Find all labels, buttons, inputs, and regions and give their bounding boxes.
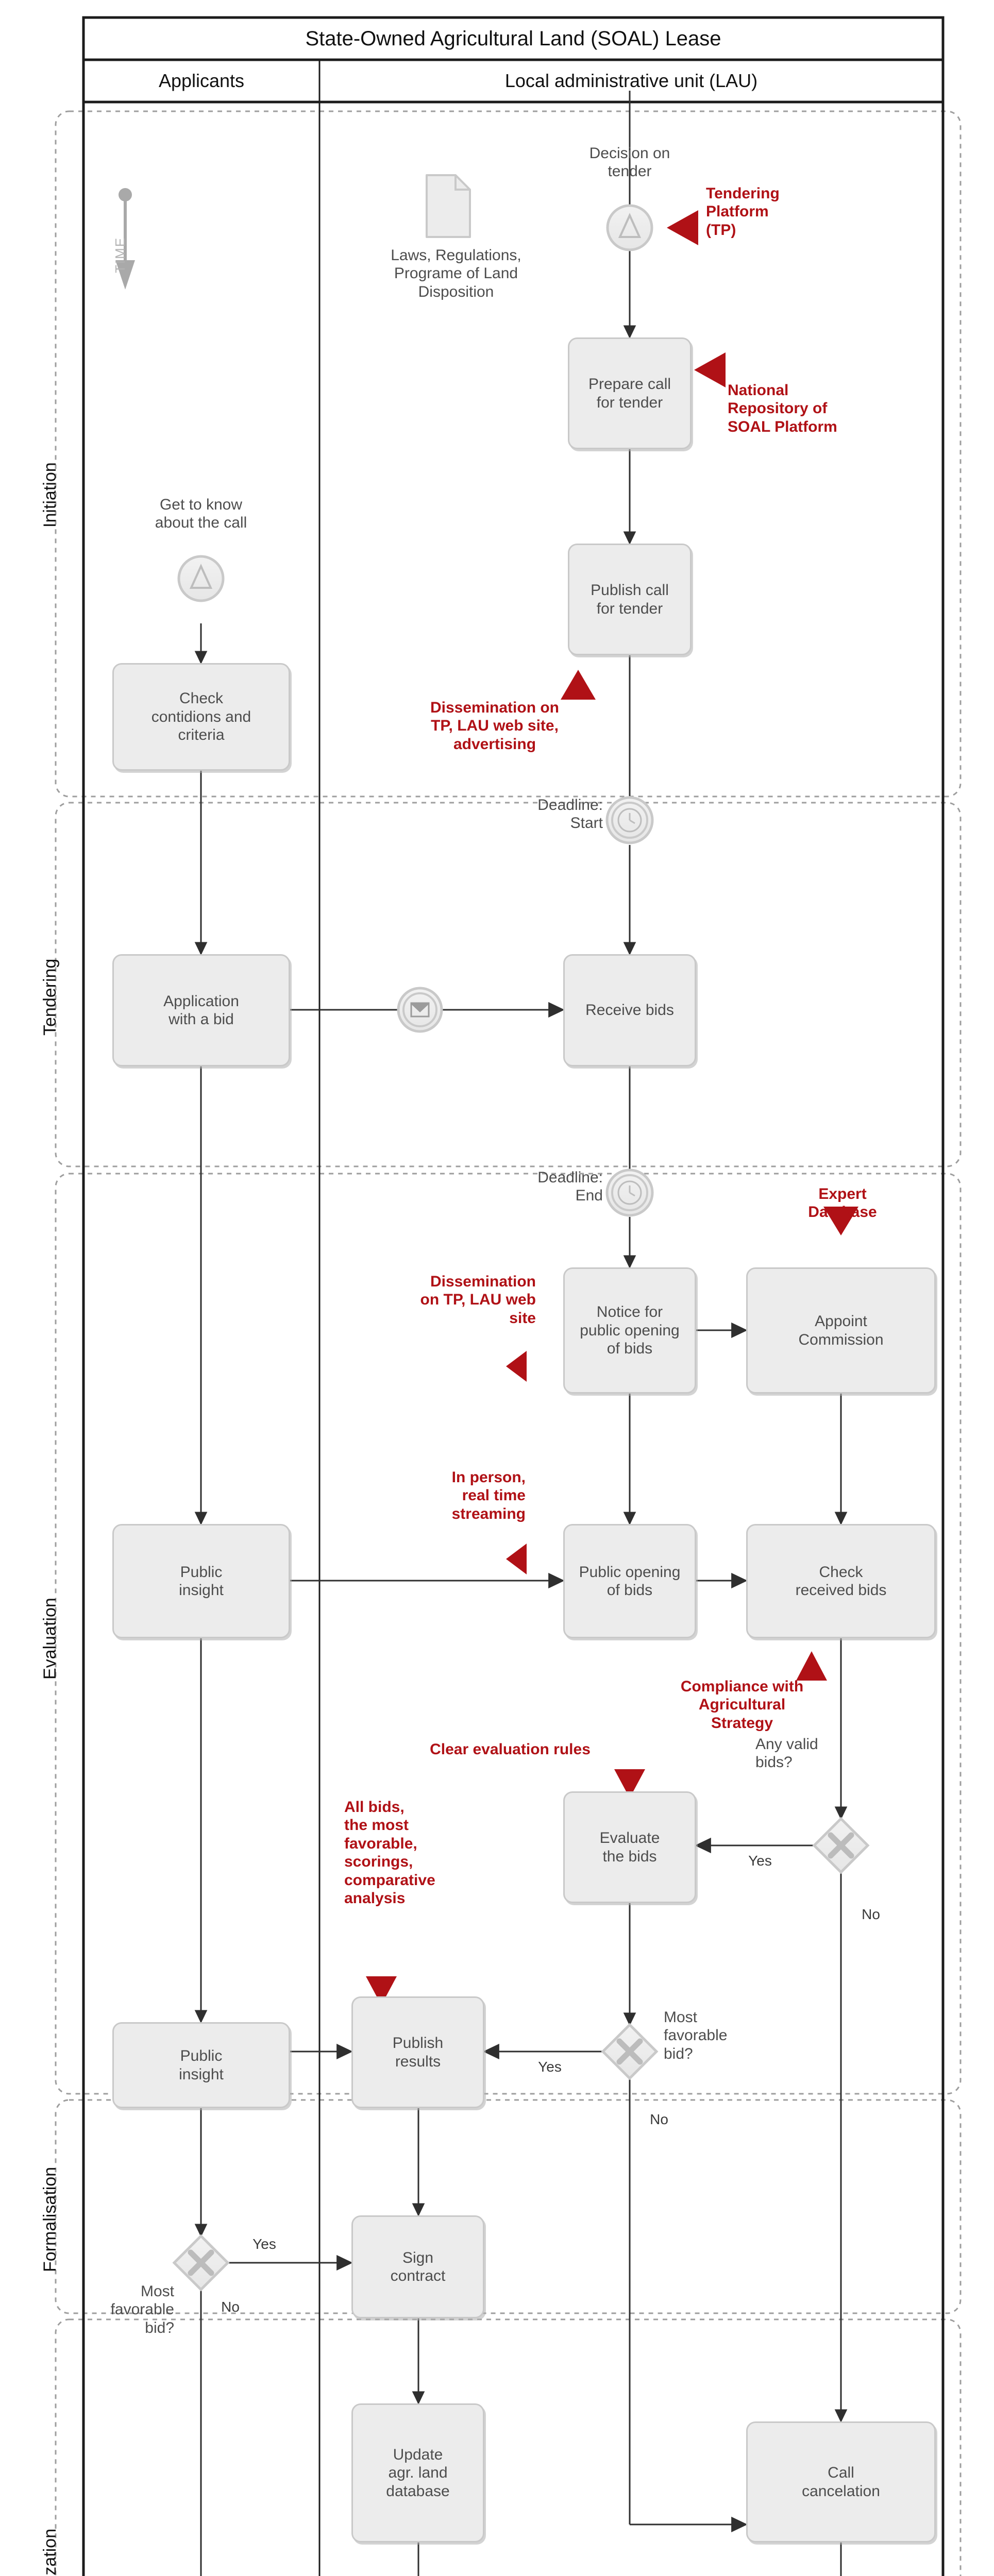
pool-frame: [82, 16, 945, 2576]
artifact-laws-document: [426, 174, 471, 238]
time-axis-arrow: [115, 188, 135, 290]
task-public-insight-1[interactable]: Public insight: [112, 1524, 290, 1638]
event-label-deadline-start: Deadline: Start: [537, 796, 603, 832]
task-appoint-commission[interactable]: Appoint Commission: [746, 1267, 936, 1394]
task-prepare-call-for-tender[interactable]: Prepare call for tender: [568, 337, 692, 449]
marker-dissemination-call-up: [561, 670, 596, 700]
annotation-in-person-streaming: In person, real time streaming: [451, 1469, 526, 1522]
gateway-any-valid-bids[interactable]: [812, 1817, 870, 1874]
phase-frame-formalisation: [55, 2099, 962, 2314]
flow-label-no-valid-bids: No: [862, 1906, 880, 1922]
event-deadline-start[interactable]: [605, 796, 654, 844]
event-get-to-know[interactable]: [177, 555, 225, 602]
annotation-dissemination-opening: Dissemination on TP, LAU web site: [420, 1273, 536, 1327]
annotation-national-repository: National Repository of SOAL Platform: [728, 382, 837, 435]
annotation-compliance-agricultural-strategy: Compliance with Agricultural Strategy: [680, 1678, 804, 1732]
gateway-label-most-favorable-bid-form: Most favorable bid?: [110, 2283, 174, 2336]
gateway-most-favorable-bid-eval[interactable]: [601, 2023, 659, 2080]
task-application-with-a-bid[interactable]: Application with a bid: [112, 954, 290, 1066]
annotation-expert-database: Expert Database: [808, 1185, 877, 1221]
sequence-flows: [194, 91, 848, 2576]
flow-label-yes-valid-bids: Yes: [748, 1853, 772, 1869]
annotation-markers: [366, 210, 858, 2005]
flow-label-yes-most-favorable-form: Yes: [252, 2236, 276, 2252]
task-update-agr-land-database[interactable]: Update agr. land database: [351, 2403, 484, 2543]
event-deadline-end[interactable]: [605, 1168, 654, 1217]
task-check-conditions-and-criteria[interactable]: Check contidions and criteria: [112, 663, 290, 771]
phase-frame-tendering: [55, 802, 962, 1167]
annotation-clear-evaluation-rules: Clear evaluation rules: [430, 1741, 591, 1758]
phase-frame-finalization: [55, 2318, 962, 2576]
gateway-label-any-valid-bids: Any valid bids?: [755, 1736, 818, 1771]
phase-label-evaluation: Evaluation: [40, 1598, 60, 1680]
phase-frame-initiation: [55, 110, 962, 798]
event-decision-on-tender[interactable]: [606, 204, 653, 251]
marker-dissemination-opening-left: [506, 1351, 527, 1382]
marker-clear-rules-down: [614, 1769, 645, 1798]
lane-title-lau: Local administrative unit (LAU): [504, 70, 758, 91]
task-public-opening-of-bids[interactable]: Public opening of bids: [563, 1524, 696, 1638]
task-publish-results[interactable]: Publish results: [351, 1996, 484, 2108]
gateway-most-favorable-bid-form[interactable]: [172, 2234, 230, 2292]
task-evaluate-the-bids[interactable]: Evaluate the bids: [563, 1791, 696, 1903]
phase-label-tendering: Tendering: [40, 958, 60, 1036]
task-public-insight-2[interactable]: Public insight: [112, 2022, 290, 2108]
marker-tendering-platform-left: [667, 210, 698, 245]
task-notice-for-public-opening-of-bids[interactable]: Notice for public opening of bids: [563, 1267, 696, 1394]
annotation-tendering-platform: Tendering Platform (TP): [706, 185, 780, 239]
task-receive-bids[interactable]: Receive bids: [563, 954, 696, 1066]
pool-title: State-Owned Agricultural Land (SOAL) Lea…: [305, 27, 721, 50]
task-sign-contract[interactable]: Sign contract: [351, 2215, 484, 2318]
marker-compliance-up: [796, 1651, 827, 1681]
task-call-cancelation[interactable]: Call cancelation: [746, 2421, 936, 2543]
flow-label-no-most-favorable-eval: No: [650, 2111, 668, 2127]
marker-all-bids-down: [366, 1976, 397, 2005]
gateway-label-most-favorable-bid-eval: Most favorable bid?: [664, 2009, 728, 2062]
annotation-dissemination-call: Dissemination on TP, LAU web site, adver…: [430, 699, 560, 753]
event-message-bid[interactable]: [397, 987, 443, 1033]
flow-label-no-most-favorable-form: No: [221, 2299, 240, 2315]
task-check-received-bids[interactable]: Check received bids: [746, 1524, 936, 1638]
event-label-get-to-know: Get to know about the call: [155, 496, 247, 532]
marker-national-repository-left: [694, 352, 726, 387]
phase-frames: [55, 110, 962, 2576]
time-axis-label: TIME: [112, 236, 128, 273]
event-label-deadline-end: Deadline: End: [537, 1169, 603, 1205]
annotation-all-bids-comparative-analysis: All bids, the most favorable, scorings, …: [344, 1799, 435, 1907]
artifact-label-laws-document: Laws, Regulations, Programe of Land Disp…: [391, 247, 521, 300]
lane-title-applicants: Applicants: [158, 70, 245, 91]
phase-label-formalisation: Formalisation: [40, 2166, 60, 2272]
event-label-decision-on-tender: Decision on tender: [589, 145, 670, 180]
task-publish-call-for-tender[interactable]: Publish call for tender: [568, 544, 692, 655]
phase-label-initiation: Initiation: [40, 462, 60, 528]
marker-expert-database-down: [823, 1207, 858, 1235]
marker-in-person-left: [506, 1544, 527, 1574]
phase-frame-evaluation: [55, 1173, 962, 2095]
flow-label-yes-most-favorable-eval: Yes: [538, 2059, 562, 2075]
phase-label-finalization: Finalization: [40, 2529, 60, 2576]
